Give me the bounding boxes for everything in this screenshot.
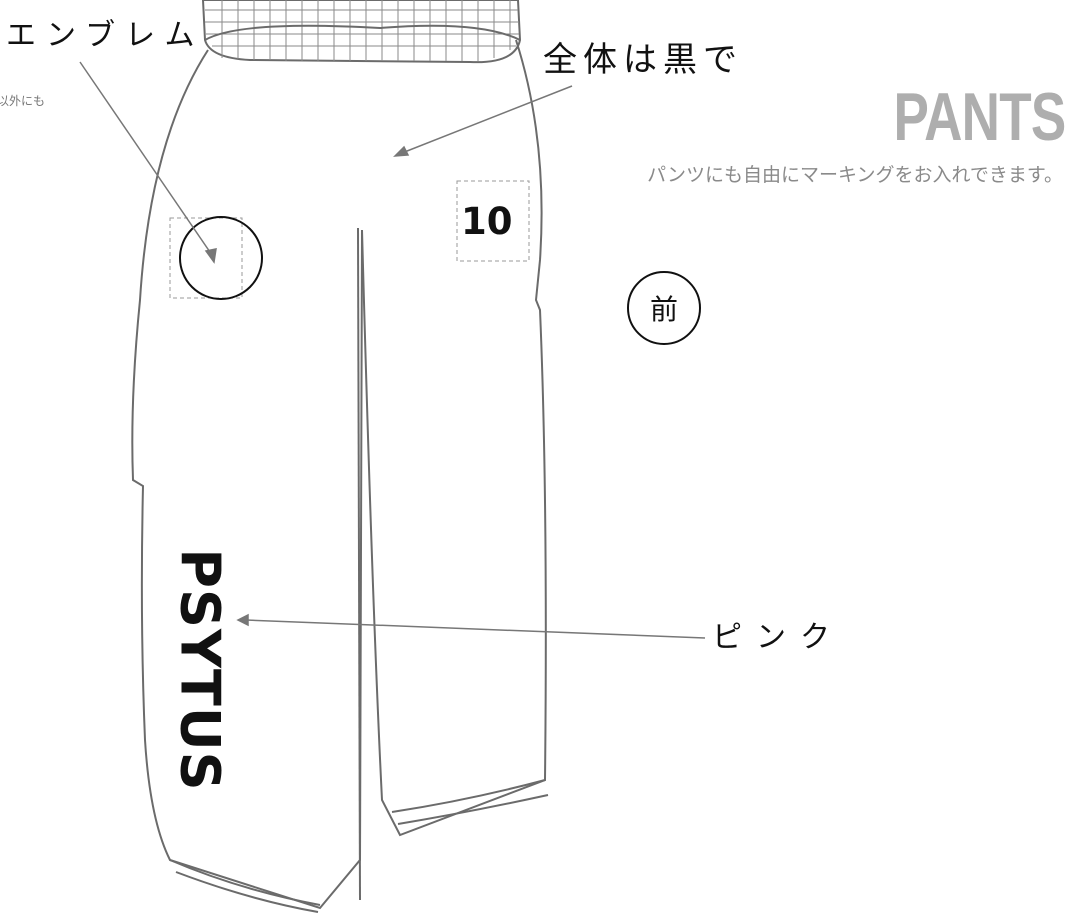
pants-outline-left-leg <box>131 49 363 910</box>
pants-outline-right-leg <box>361 39 547 837</box>
emblem-placement-box <box>169 217 243 299</box>
arrow-pink <box>245 619 706 639</box>
number-marking: 10 <box>461 200 513 243</box>
left-hem <box>169 859 321 913</box>
color-pink-label: ピンク <box>712 620 844 655</box>
arrow-black-head <box>393 145 410 157</box>
waistband-grid <box>205 0 519 61</box>
right-hem <box>391 779 549 825</box>
arrow-pink-head <box>236 613 249 627</box>
waistband <box>201 0 522 64</box>
emblem-label: エンブレム <box>6 18 205 53</box>
color-black-label: 全体は黒で <box>543 40 743 80</box>
arrow-emblem <box>79 61 213 256</box>
pants-body <box>131 39 549 913</box>
page-title: PANTS <box>893 79 1066 155</box>
annotation-arrows <box>79 61 706 639</box>
page-subtitle: パンツにも自由にマーキングをお入れできます。 <box>647 164 1063 186</box>
arrow-black <box>401 85 573 154</box>
front-label: 前 <box>627 271 701 345</box>
number-placement-box <box>456 180 530 262</box>
center-seam <box>357 227 361 901</box>
leg-text-marking: PSYTUS <box>168 548 232 792</box>
side-note: 以外にも <box>0 94 46 108</box>
arrow-emblem-head <box>204 248 217 264</box>
emblem-circle <box>179 216 263 300</box>
